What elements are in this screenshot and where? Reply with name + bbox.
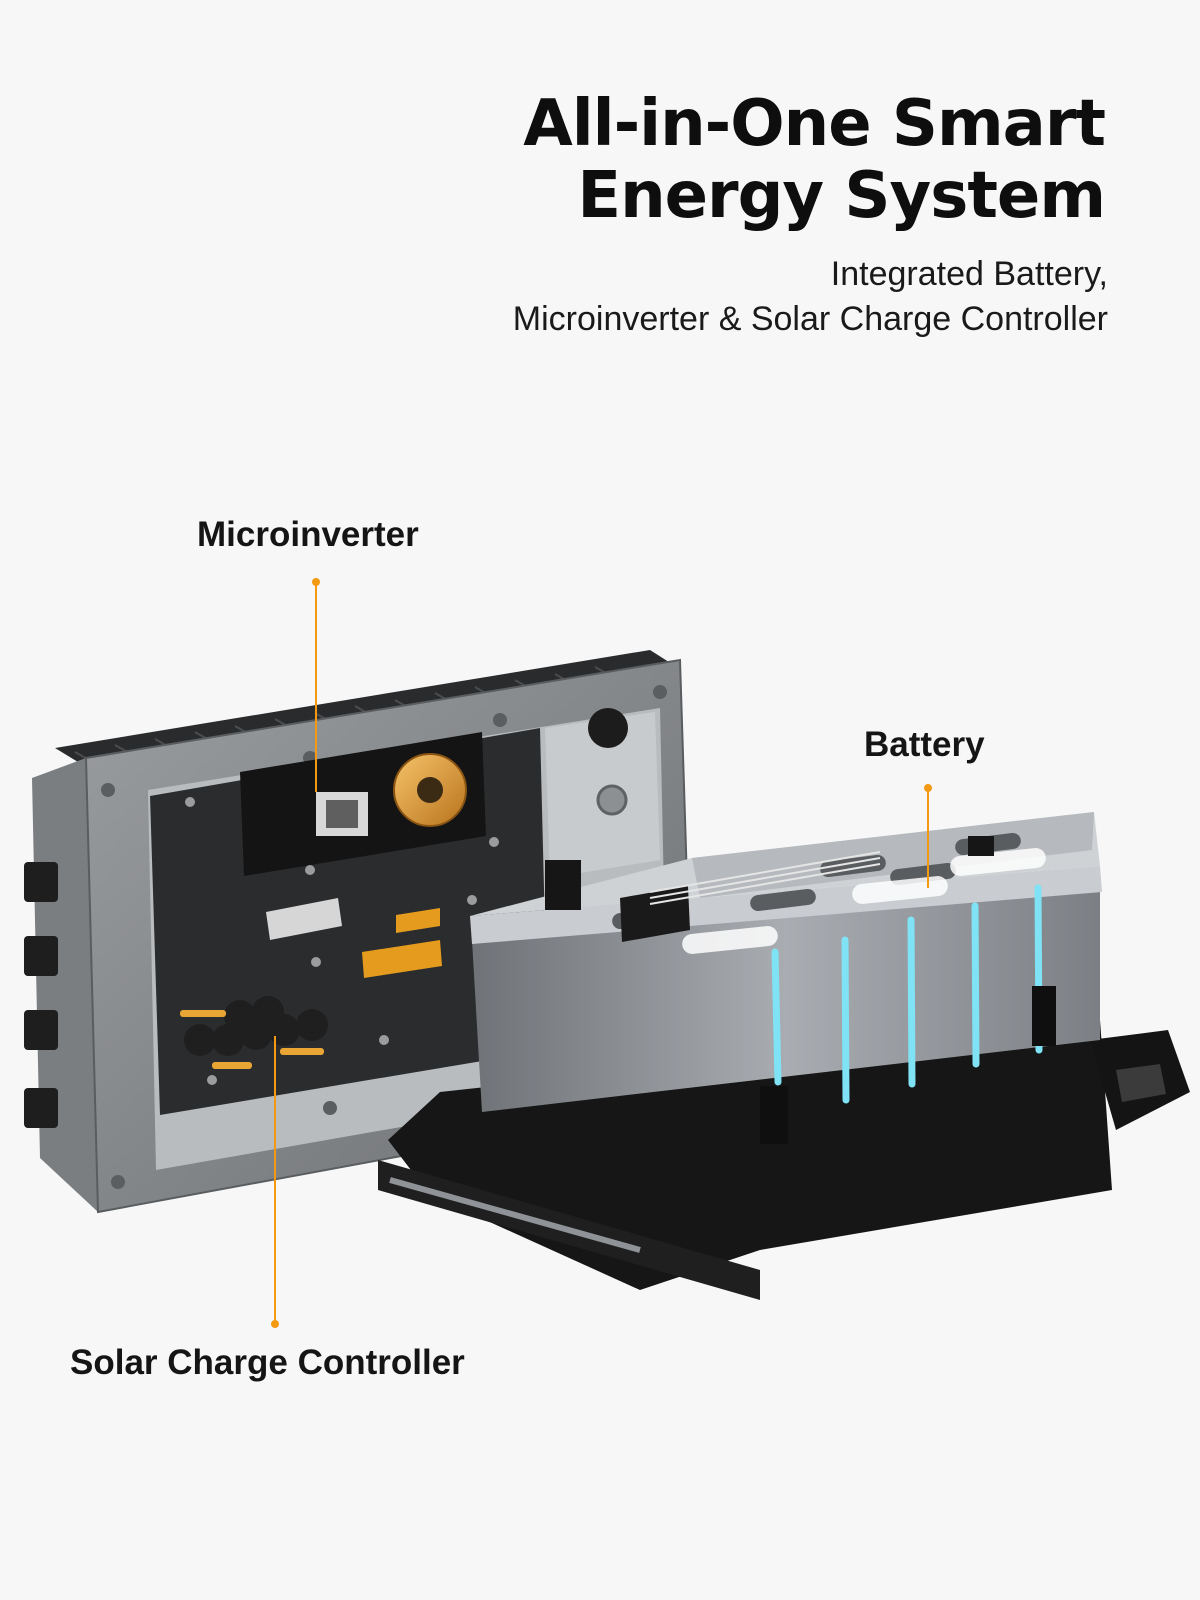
solar-charge-controller-callout-line [271, 1036, 279, 1328]
solar-charge-controller-label: Solar Charge Controller [70, 1343, 465, 1382]
headline: All-in-One Smart Energy System [205, 87, 1106, 233]
headline-line-1: All-in-One Smart [523, 87, 1106, 161]
subheadline-line-2: Microinverter & Solar Charge Controller [512, 300, 1108, 338]
subheadline-line-1: Integrated Battery, [830, 255, 1108, 293]
headline-line-2: Energy System [577, 159, 1106, 233]
battery-label: Battery [864, 725, 985, 764]
microinverter-label: Microinverter [197, 515, 419, 554]
battery-module [378, 812, 1190, 1300]
microinverter-callout-line [312, 578, 320, 792]
battery-callout-line [924, 784, 932, 888]
subheadline: Integrated Battery, Microinverter & Sola… [208, 252, 1108, 342]
